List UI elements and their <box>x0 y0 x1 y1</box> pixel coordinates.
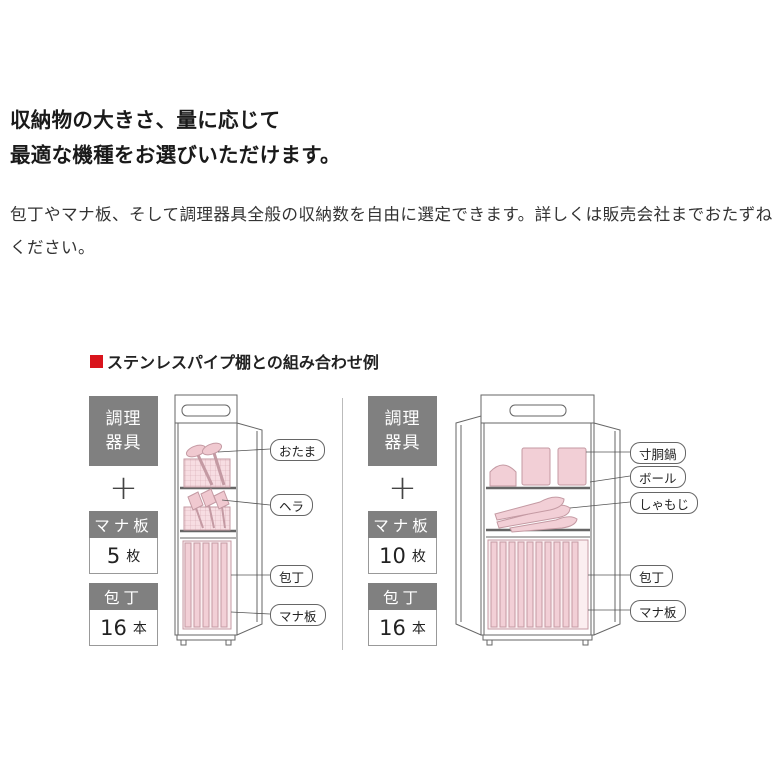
left-cabinet <box>174 394 271 646</box>
right-knife-count-box: 16 本 <box>368 610 437 646</box>
right-knife-unit: 本 <box>411 620 426 637</box>
left-tools-box: 調理 器具 <box>89 396 158 466</box>
right-cutting-board-rack-icon <box>487 539 589 630</box>
headline-line-2: 最適な機種をお選びいただけます。 <box>10 143 341 167</box>
left-knife-label: 包丁 <box>89 583 158 610</box>
right-cabinet-right-door <box>593 422 621 636</box>
callout-board-right: マナ板 <box>630 600 686 622</box>
callout-knife-right: 包丁 <box>630 565 674 587</box>
callout-spatula: ヘラ <box>270 494 314 516</box>
right-knife-count: 16 <box>379 615 406 640</box>
section-title-text: ステンレスパイプ棚との組み合わせ例 <box>107 353 379 372</box>
left-board-unit: 枚 <box>126 548 141 565</box>
callout-knife-left: 包丁 <box>270 565 314 587</box>
callout-bowl: ボール <box>630 466 686 488</box>
left-tools-line1: 調理 <box>105 409 142 429</box>
left-cabinet-door <box>236 422 263 636</box>
left-cabinet-handle <box>181 404 231 417</box>
left-plus-sign: + <box>109 468 138 508</box>
right-cabinet-left-door <box>455 415 482 636</box>
bowl-icon <box>489 464 517 487</box>
right-knife-label: 包丁 <box>368 583 437 610</box>
callout-stock-pot: 寸胴鍋 <box>630 442 686 464</box>
right-tools-line2: 器具 <box>384 433 421 453</box>
center-divider <box>342 398 343 650</box>
right-board-count: 10 <box>379 543 406 568</box>
left-tools-line2: 器具 <box>105 433 142 453</box>
right-tools-box: 調理 器具 <box>368 396 437 466</box>
headline-line-1: 収納物の大きさ、量に応じて <box>10 108 281 132</box>
callout-ladle: おたま <box>270 439 326 461</box>
rice-paddle-icon <box>494 496 578 533</box>
left-knife-count: 16 <box>100 615 127 640</box>
left-board-count-box: 5 枚 <box>89 538 158 574</box>
right-plus-sign: + <box>388 468 417 508</box>
section-title: ステンレスパイプ棚との組み合わせ例 <box>90 349 379 373</box>
left-knife-unit: 本 <box>132 620 147 637</box>
left-knife-count-box: 16 本 <box>89 610 158 646</box>
right-cabinet <box>455 394 631 646</box>
headline: 収納物の大きさ、量に応じて 最適な機種をお選びいただけます。 <box>10 103 341 173</box>
ladle-icon <box>183 442 231 488</box>
cutting-board-rack-icon <box>182 540 232 630</box>
left-board-count: 5 <box>106 543 121 568</box>
callout-board-left: マナ板 <box>270 604 326 626</box>
right-board-unit: 枚 <box>411 548 426 565</box>
intro-text: 包丁やマナ板、そして調理器具全般の収納数を自由に選定できます。詳しくは販売会社ま… <box>10 205 773 257</box>
left-board-label: マナ板 <box>89 511 158 538</box>
right-board-count-box: 10 枚 <box>368 538 437 574</box>
spatula-icon <box>183 488 231 531</box>
stock-pot-icon <box>521 447 587 486</box>
red-square-icon <box>90 354 103 368</box>
right-tools-line1: 調理 <box>384 409 421 429</box>
right-board-label: マナ板 <box>368 511 437 538</box>
right-cabinet-handle <box>509 404 567 417</box>
callout-rice-paddle: しゃもじ <box>630 492 699 514</box>
